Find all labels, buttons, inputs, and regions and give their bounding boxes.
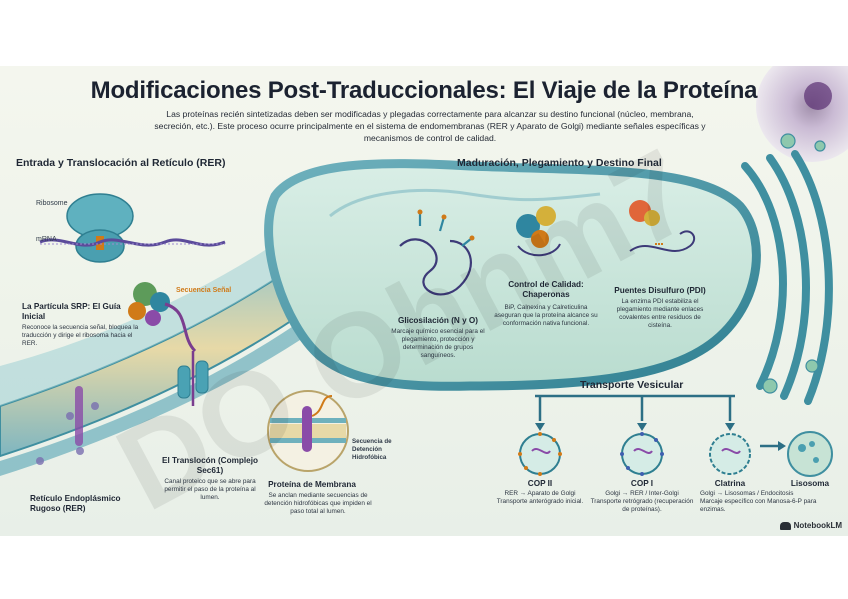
glycosylation-text: Marcaje químico esencial para el plegami… bbox=[388, 328, 488, 360]
copi-route: Golgi → RER / Inter-Golgi bbox=[590, 490, 694, 498]
translocon-text: Canal proteico que se abre para permitir… bbox=[162, 478, 258, 502]
section-right-title: Maduración, Plegamiento y Destino Final bbox=[457, 157, 662, 169]
brand-name: NotebookLM bbox=[794, 521, 842, 530]
membrane-protein-text: Se anclan mediante secuencias de detenci… bbox=[262, 492, 374, 516]
ribosome bbox=[67, 194, 133, 262]
vesicular-transport-title: Transporte Vesicular bbox=[580, 379, 683, 391]
intro-text: Las proteínas recién sintetizadas deben … bbox=[150, 108, 710, 144]
clathrin-title: Clatrina bbox=[690, 479, 770, 489]
page-title: Modificaciones Post-Traduccionales: El V… bbox=[0, 77, 848, 105]
copii-route: RER → Aparato de Golgi bbox=[494, 490, 586, 498]
clathrin-text: Marcaje específico con Manosa-6-P para e… bbox=[700, 498, 840, 514]
mrna-label: mRNA bbox=[36, 236, 57, 243]
copii-title: COP II bbox=[500, 479, 580, 489]
stop-sequence-label: Secuencia de Detención Hidrofóbica bbox=[352, 438, 414, 462]
clathrin-route: Golgi → Lisosomas / Endocitosis bbox=[700, 490, 840, 498]
quality-control-title: Control de Calidad: Chaperonas bbox=[494, 280, 598, 300]
brand-badge: NotebookLM bbox=[780, 521, 842, 530]
srp-text: Reconoce la secuencia señal, bloquea la … bbox=[22, 324, 142, 348]
pdi-title: Puentes Disulfuro (PDI) bbox=[610, 286, 710, 296]
notebooklm-icon bbox=[780, 522, 791, 530]
copi-text: Transporte retrógrado (recuperación de p… bbox=[590, 498, 694, 514]
lysosome-icon bbox=[788, 432, 832, 476]
vesicle-copii bbox=[518, 432, 562, 476]
quality-control-text: BiP, Calnexina y Calreticulina aseguran … bbox=[494, 304, 598, 328]
glycosylation-title: Glicosilación (N y O) bbox=[388, 316, 488, 326]
membrane-protein-title: Proteína de Membrana bbox=[262, 480, 362, 490]
translocon-title: El Translocón (Complejo Sec61) bbox=[160, 456, 260, 476]
copi-title: COP I bbox=[602, 479, 682, 489]
srp-title: La Partícula SRP: El Guía Inicial bbox=[22, 302, 142, 322]
copii-text: Transporte anterógrado inicial. bbox=[494, 498, 586, 506]
vesicle-copi bbox=[620, 432, 664, 476]
lysosome-title: Lisosoma bbox=[775, 479, 845, 489]
vesicle-clathrin bbox=[710, 434, 750, 474]
rer-title: Retículo Endoplásmico Rugoso (RER) bbox=[30, 494, 150, 514]
section-left-title: Entrada y Translocación al Retículo (RER… bbox=[16, 157, 225, 169]
ribosome-label: Ribosome bbox=[36, 200, 68, 207]
signal-sequence-label: Secuencia Señal bbox=[176, 286, 236, 295]
pdi-text: La enzima PDI estabiliza el plegamiento … bbox=[610, 298, 710, 330]
infographic-canvas: DO Ohnm7 Modificaciones Post-Traducciona… bbox=[0, 66, 848, 536]
